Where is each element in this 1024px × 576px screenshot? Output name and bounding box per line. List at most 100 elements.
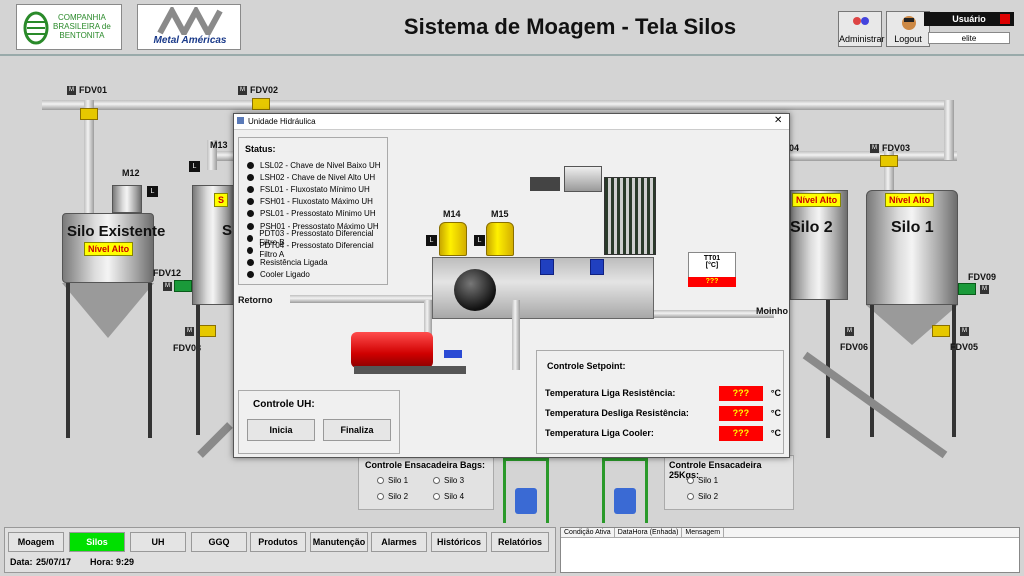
admin-label: Administrar bbox=[839, 34, 885, 44]
fdv12-valve[interactable] bbox=[174, 280, 192, 292]
m12-mode: L bbox=[147, 186, 158, 197]
fdv08-tag: FDV08 bbox=[173, 343, 202, 353]
nav-moagem[interactable]: Moagem bbox=[8, 532, 64, 552]
status-item: PSL01 - Pressostato Mínimo UH bbox=[247, 208, 387, 220]
silo2-alarm: Nível Alto bbox=[792, 193, 842, 207]
status-item: Resistência Ligada bbox=[247, 257, 387, 269]
status-item-label: FSL01 - Fluxostato Mínimo UH bbox=[260, 184, 370, 194]
setpoint-unit: °C bbox=[770, 428, 781, 438]
bags-option-silo3[interactable]: Silo 3 bbox=[433, 476, 464, 485]
bags-option-silo2[interactable]: Silo 2 bbox=[377, 492, 408, 501]
bags25-control-title: Controle Ensacadeira 25Kgs: bbox=[669, 460, 762, 480]
bags-option-silo1[interactable]: Silo 1 bbox=[377, 476, 408, 485]
silo-existente-leg-left bbox=[66, 283, 70, 438]
m13-tag: M13 bbox=[210, 140, 228, 150]
time-value: 9:29 bbox=[116, 557, 135, 567]
bags-option-label: Silo 4 bbox=[444, 492, 465, 501]
setpoint-label: Temperatura Liga Resistência: bbox=[545, 388, 676, 398]
m15-tag: M15 bbox=[491, 209, 509, 219]
fdv03-tag: FDV03 bbox=[882, 143, 911, 153]
messages-col-datahora[interactable]: DataHora (Enhada) bbox=[615, 528, 683, 537]
nav-historicos[interactable]: Históricos bbox=[431, 532, 487, 552]
nav-produtos[interactable]: Produtos bbox=[250, 532, 306, 552]
silo-existente-alarm: Nível Alto bbox=[84, 242, 134, 256]
fdv06-mode: M bbox=[845, 327, 854, 336]
nav-manutencao[interactable]: Manutenção bbox=[310, 532, 368, 552]
messages-table-header: Condição Ativa DataHora (Enhada) Mensage… bbox=[561, 528, 1019, 538]
setpoint-unit: °C bbox=[770, 408, 781, 418]
messages-table: Condição Ativa DataHora (Enhada) Mensage… bbox=[560, 527, 1020, 573]
fdv09-valve[interactable] bbox=[958, 283, 976, 295]
status-list: LSL02 - Chave de Nivel Baixo UH LSH02 - … bbox=[247, 159, 387, 281]
filter-a-icon bbox=[540, 259, 554, 275]
tt01-tag: TT01 bbox=[703, 255, 721, 262]
status-indicator-icon bbox=[247, 161, 254, 169]
pump-valve-icon bbox=[444, 350, 462, 358]
window-icon bbox=[237, 117, 244, 124]
filter-b-icon bbox=[590, 259, 604, 275]
dialog-close-button[interactable]: ✕ bbox=[774, 115, 783, 126]
nav-uh[interactable]: UH bbox=[130, 532, 186, 552]
setpoint-value-input[interactable]: ??? bbox=[718, 425, 763, 441]
m14-mode: L bbox=[426, 235, 437, 246]
nav-alarmes[interactable]: Alarmes bbox=[371, 532, 427, 552]
fdv01-mode: M bbox=[67, 86, 76, 95]
status-item-label: Cooler Ligado bbox=[260, 270, 310, 280]
setpoint-value-input[interactable]: ??? bbox=[718, 385, 763, 401]
bags25-control-panel: Controle Ensacadeira 25Kgs: Silo 1 Silo … bbox=[664, 455, 794, 510]
bags-option-silo4[interactable]: Silo 4 bbox=[433, 492, 464, 501]
messages-col-condicao[interactable]: Condição Ativa bbox=[561, 528, 615, 537]
fdv01-tag: FDV01 bbox=[79, 85, 108, 95]
cbb-logo-text: COMPANHIA BRASILEIRA de BENTONITA bbox=[53, 13, 111, 40]
m14-motor[interactable] bbox=[439, 222, 467, 256]
status-title: Status: bbox=[245, 144, 276, 154]
bags25-option-label: Silo 1 bbox=[698, 476, 719, 485]
fdv05-mode: M bbox=[960, 327, 969, 336]
metal-americas-logo-text: Metal Américas bbox=[153, 35, 227, 46]
inicia-button[interactable]: Inicia bbox=[247, 419, 315, 441]
bagging-machine-1-bag bbox=[515, 488, 537, 514]
fdv03-mode: M bbox=[870, 144, 879, 153]
radio-icon bbox=[377, 477, 384, 484]
fdv12-mode: M bbox=[163, 282, 172, 291]
bags25-option-silo1[interactable]: Silo 1 bbox=[687, 476, 718, 485]
date-value: 25/07/17 bbox=[36, 557, 72, 567]
nav-ggq[interactable]: GGQ bbox=[191, 532, 247, 552]
logout-button[interactable]: Logout bbox=[886, 11, 930, 47]
accumulator-icon bbox=[530, 177, 560, 191]
controle-uh-title: Controle UH: bbox=[253, 399, 315, 410]
fdv02-valve[interactable] bbox=[252, 98, 270, 110]
fdv02-tag: FDV02 bbox=[250, 85, 279, 95]
bags25-option-silo2[interactable]: Silo 2 bbox=[687, 492, 718, 501]
setpoint-list: Temperatura Liga Resistência: ??? °C Tem… bbox=[545, 383, 781, 443]
pump-discharge-pipe bbox=[512, 300, 520, 370]
status-item: PDT03 - Pressostato Diferencial Filtro B bbox=[247, 229, 387, 247]
hydraulic-pump[interactable] bbox=[351, 332, 433, 368]
fdv05-valve[interactable] bbox=[932, 325, 950, 337]
nav-silos[interactable]: Silos bbox=[69, 532, 125, 552]
status-indicator-icon bbox=[247, 173, 254, 181]
finaliza-button[interactable]: Finaliza bbox=[323, 419, 391, 441]
fdv01-valve[interactable] bbox=[80, 108, 98, 120]
fdv08-valve[interactable] bbox=[198, 325, 216, 337]
metal-americas-logo-icon bbox=[157, 7, 223, 35]
moinho-pipe bbox=[654, 310, 774, 318]
fdv05-tag: FDV05 bbox=[950, 342, 979, 352]
nav-relatorios[interactable]: Relatórios bbox=[491, 532, 549, 552]
pump-base bbox=[354, 366, 466, 374]
setpoint-label: Temperatura Liga Cooler: bbox=[545, 428, 654, 438]
setpoint-panel: Controle Setpoint: Temperatura Liga Resi… bbox=[536, 350, 784, 454]
bagging-machine-1-frame bbox=[503, 458, 549, 523]
m15-motor[interactable] bbox=[486, 222, 514, 256]
fdv02-mode: M bbox=[238, 86, 247, 95]
admin-button[interactable]: Administrar bbox=[838, 11, 885, 47]
silo2-label: Silo 2 bbox=[790, 219, 833, 236]
status-item-label: FSH01 - Fluxostato Máximo UH bbox=[260, 197, 373, 207]
silo1-feed-pipe bbox=[884, 151, 894, 191]
setpoint-value-input[interactable]: ??? bbox=[718, 405, 763, 421]
status-item-label: PSH01 - Pressostato Máximo UH bbox=[260, 221, 379, 231]
fdv09-tag: FDV09 bbox=[968, 272, 997, 282]
fdv03-valve[interactable] bbox=[880, 155, 898, 167]
valve-block bbox=[564, 166, 602, 192]
messages-col-mensagem[interactable]: Mensagem bbox=[682, 528, 725, 537]
